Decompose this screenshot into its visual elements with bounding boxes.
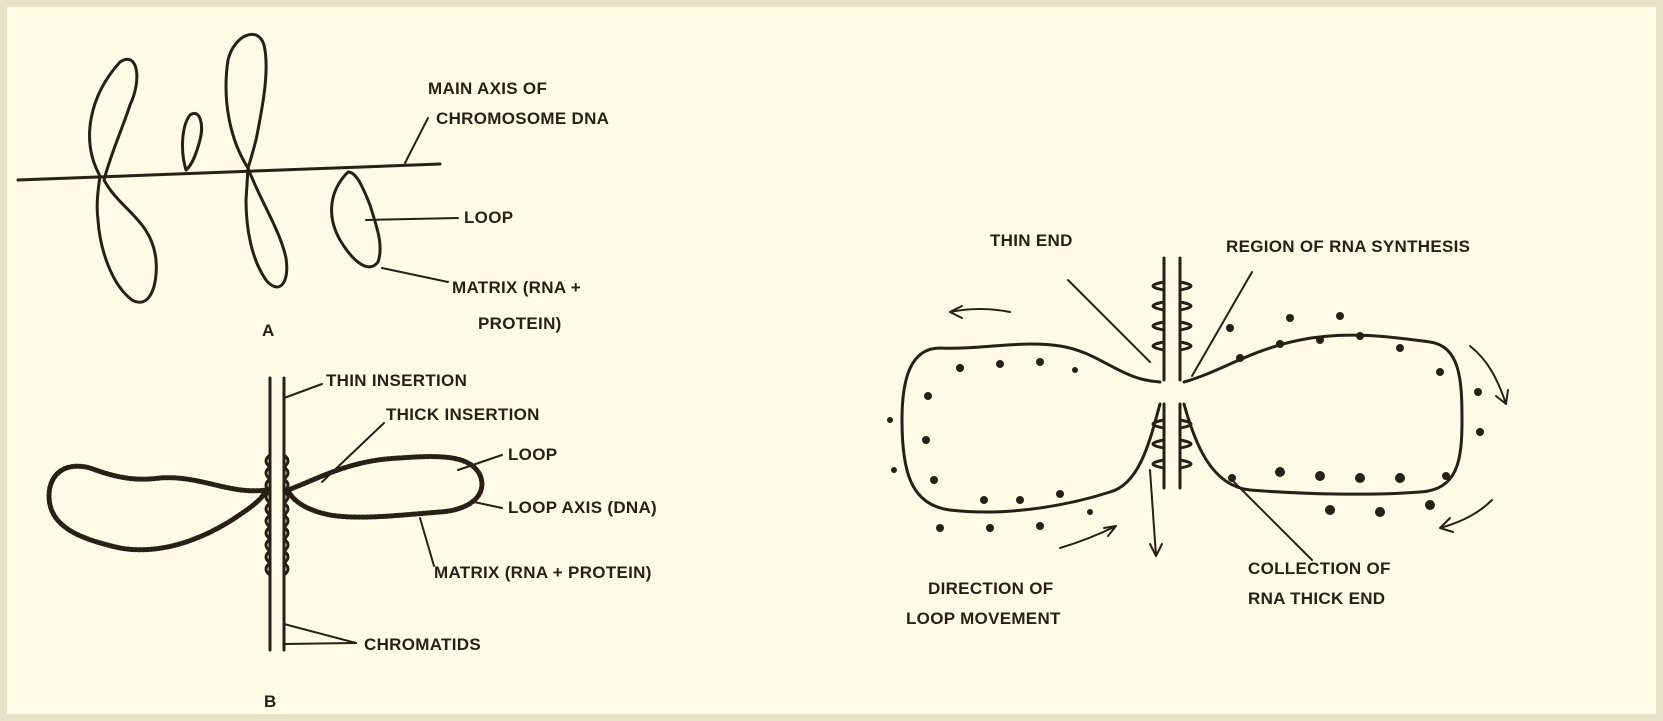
label-thick-insertion: THICK INSERTION bbox=[386, 405, 540, 424]
label-matrix-a-1: MATRIX (RNA + bbox=[452, 278, 581, 297]
loop-a2 bbox=[183, 113, 202, 170]
loop-c-right bbox=[1184, 335, 1462, 494]
figure-a: MAIN AXIS OF CHROMOSOME DNA LOOP MATRIX … bbox=[18, 34, 609, 340]
figure-b: THIN INSERTION THICK INSERTION LOOP LOOP… bbox=[49, 371, 657, 711]
label-region-rna: REGION OF RNA SYNTHESIS bbox=[1226, 237, 1470, 256]
label-direction-1: DIRECTION OF bbox=[928, 579, 1053, 598]
label-thin-end: THIN END bbox=[990, 231, 1073, 250]
label-loop-axis: LOOP AXIS (DNA) bbox=[508, 498, 657, 517]
label-main-axis-1: MAIN AXIS OF bbox=[428, 79, 547, 98]
leader-thick-insertion bbox=[322, 423, 384, 482]
main-axis-line bbox=[18, 164, 440, 180]
arrow-bottom-right bbox=[1440, 500, 1492, 532]
arrow-top-left bbox=[950, 306, 1010, 318]
leader-loop-a bbox=[366, 218, 458, 220]
label-loop-a: LOOP bbox=[464, 208, 513, 227]
arrow-down bbox=[1150, 470, 1162, 556]
loop-c-left bbox=[902, 344, 1160, 512]
panel-letter-b: B bbox=[264, 692, 277, 711]
panel-letter-a: A bbox=[262, 321, 275, 340]
leader-chromatids-2 bbox=[284, 643, 356, 644]
leader-loop-axis bbox=[474, 502, 502, 508]
label-chromatids: CHROMATIDS bbox=[364, 635, 481, 654]
leader-main-axis bbox=[405, 118, 428, 163]
loop-b-right bbox=[288, 457, 482, 518]
leader-matrix-b bbox=[420, 518, 434, 566]
thick-end-fibrils bbox=[1153, 404, 1191, 488]
arrow-bottom-left bbox=[1060, 526, 1116, 548]
label-collection-1: COLLECTION OF bbox=[1248, 559, 1391, 578]
leader-thin-insertion bbox=[284, 384, 322, 398]
thin-end-fibrils bbox=[1153, 258, 1191, 380]
label-main-axis-2: CHROMOSOME DNA bbox=[436, 109, 609, 128]
arrow-top-right bbox=[1470, 346, 1508, 404]
label-matrix-a-2: PROTEIN) bbox=[478, 314, 562, 333]
loop-a3 bbox=[226, 34, 287, 287]
label-loop-b: LOOP bbox=[508, 445, 557, 464]
figure-c: THIN END REGION OF RNA SYNTHESIS DIRECTI… bbox=[887, 231, 1508, 628]
loop-a1 bbox=[90, 59, 157, 302]
label-direction-2: LOOP MOVEMENT bbox=[906, 609, 1061, 628]
leader-chromatids-1 bbox=[284, 624, 356, 643]
label-matrix-b: MATRIX (RNA + PROTEIN) bbox=[434, 563, 652, 582]
loop-b-left bbox=[49, 466, 266, 550]
label-thin-insertion: THIN INSERTION bbox=[326, 371, 467, 390]
leader-matrix-a bbox=[382, 268, 448, 282]
label-collection-2: RNA THICK END bbox=[1248, 589, 1385, 608]
